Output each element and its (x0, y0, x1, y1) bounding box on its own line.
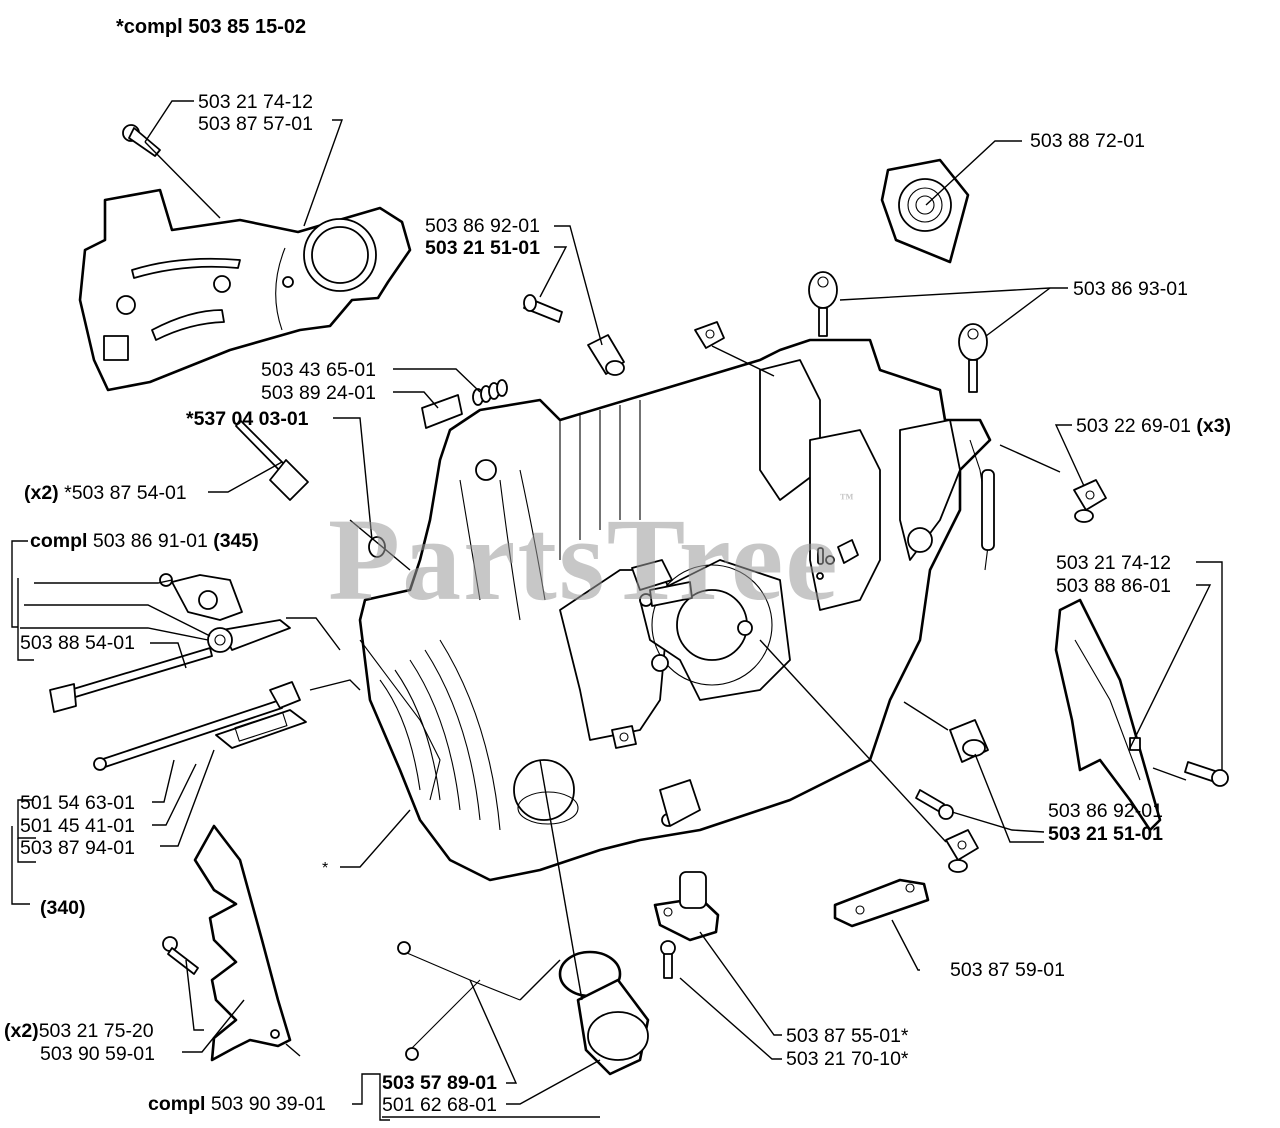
tensioner-screw-part[interactable] (49, 647, 213, 713)
knob-part-1[interactable] (808, 271, 838, 337)
spring-part[interactable] (472, 379, 508, 406)
label-clip-nut[interactable]: 503 22 69-01 (x3) (1076, 415, 1231, 437)
clip-nut-part-2[interactable] (945, 829, 979, 873)
small-clip-part[interactable] (694, 321, 725, 349)
label-tensioner-screw[interactable]: 503 88 54-01 (20, 632, 135, 654)
side-plate-part[interactable] (1054, 598, 1162, 832)
guide-bolt-qty: (x2) (24, 482, 59, 504)
label-sleeve-2[interactable]: 503 86 92-01 (1048, 800, 1163, 822)
spike-screw-qty: (x2) (4, 1020, 39, 1042)
spike-screw-number: 503 21 75-20 (38, 1020, 154, 1042)
tensioner-ref: (345) (213, 530, 259, 552)
label-cap-compl[interactable]: compl 503 90 39-01 (148, 1093, 326, 1115)
label-guide-bolt[interactable]: (x2) *503 87 54-01 (24, 482, 187, 504)
bushing-part[interactable] (368, 536, 386, 558)
label-bumper-spike[interactable]: 503 90 59-01 (40, 1043, 155, 1065)
bumper-spike-part[interactable] (193, 824, 292, 1062)
guide-bolt-number: *503 87 54-01 (64, 482, 187, 504)
label-oil-pump-ref[interactable]: (340) (40, 897, 86, 919)
oil-filter-holder-part[interactable] (653, 871, 720, 942)
tensioner-gear-part[interactable] (207, 619, 291, 653)
clip-nut-part-1[interactable] (1073, 479, 1107, 523)
clip-nut-number: 503 22 69-01 (1076, 415, 1191, 437)
guide-bolt-part[interactable] (235, 419, 309, 501)
air-filter-part[interactable] (880, 158, 970, 264)
fuel-cap-part[interactable] (397, 941, 650, 1076)
label-tensioner-compl[interactable]: compl 503 86 91-01 (345) (30, 530, 259, 552)
assembly-title: *compl 503 85 15-02 (116, 16, 307, 38)
label-clutch-cover[interactable]: 503 87 57-01 (198, 113, 313, 135)
oil-filter-screw-part[interactable] (660, 940, 676, 979)
label-cap-seal[interactable]: 501 62 68-01 (382, 1094, 497, 1116)
label-sleeve-screw-2[interactable]: 503 21 51-01 (1048, 823, 1163, 845)
cap-compl-number: 503 90 39-01 (210, 1093, 326, 1115)
label-bracket[interactable]: 503 87 59-01 (950, 959, 1065, 981)
oil-pump-part[interactable] (215, 709, 307, 749)
tensioner-compl-prefix: compl (30, 530, 88, 552)
label-oil-filter-holder[interactable]: 503 87 55-01* (786, 1025, 909, 1047)
spike-screw-part[interactable] (162, 936, 199, 975)
clip-nut-qty: (x3) (1196, 415, 1232, 437)
tensioner-bracket-part[interactable] (159, 573, 243, 621)
label-clutch-cover-screw[interactable]: 503 21 74-12 (198, 91, 313, 113)
cap-compl-prefix: compl (148, 1093, 206, 1115)
label-cap-strap[interactable]: 503 57 89-01 (382, 1072, 497, 1094)
label-air-filter[interactable]: 503 88 72-01 (1030, 130, 1145, 152)
leader-lines (11, 100, 1223, 1121)
side-plate-screw-part[interactable] (1184, 761, 1229, 787)
bracket-part[interactable] (833, 878, 930, 928)
label-bushing[interactable]: *537 04 03-01 (186, 408, 309, 430)
label-spring[interactable]: 503 43 65-01 (261, 359, 376, 381)
clutch-cover-part[interactable] (78, 188, 412, 392)
label-oil-pump-spring[interactable]: 501 45 41-01 (20, 815, 135, 837)
label-crankcase[interactable]: * (322, 860, 329, 877)
sleeve-screw-part[interactable] (523, 294, 563, 323)
label-knob[interactable]: 503 86 93-01 (1073, 278, 1188, 300)
label-side-plate-screw[interactable]: 503 21 74-12 (1056, 552, 1171, 574)
oil-pump-screw-part[interactable] (93, 681, 301, 771)
label-spike-screw[interactable]: (x2)503 21 75-20 (4, 1020, 154, 1042)
knob-part-2[interactable] (958, 323, 988, 393)
crankcase-part[interactable] (358, 338, 995, 882)
label-side-plate[interactable]: 503 88 86-01 (1056, 575, 1171, 597)
label-sleeve[interactable]: 503 86 92-01 (425, 215, 540, 237)
label-oil-pump-seal[interactable]: 503 87 94-01 (20, 837, 135, 859)
tensioner-compl-number: 503 86 91-01 (92, 530, 208, 552)
label-oil-pump-screw[interactable]: 501 54 63-01 (20, 792, 135, 814)
label-sleeve-screw[interactable]: 503 21 51-01 (425, 237, 540, 259)
sleeve-part-2[interactable] (949, 719, 989, 763)
label-oil-filter-screw[interactable]: 503 21 70-10* (786, 1048, 909, 1070)
sleeve-part[interactable] (587, 334, 625, 376)
pad-part[interactable] (421, 394, 463, 429)
label-pad[interactable]: 503 89 24-01 (261, 382, 376, 404)
